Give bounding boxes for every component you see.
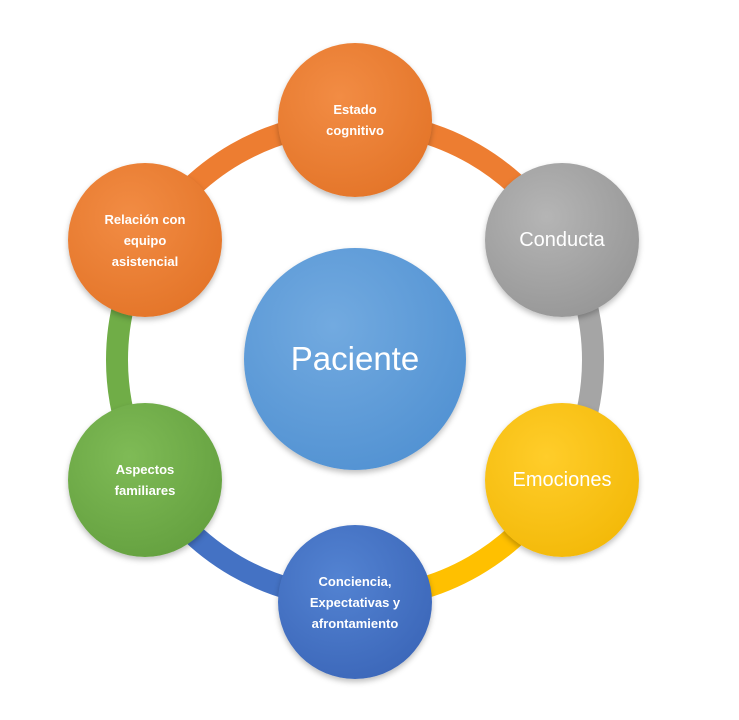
node-label: Aspectos familiares [114, 462, 176, 498]
center-node-paciente: Paciente [244, 248, 466, 470]
node-aspectos-familiares: Aspectos familiares [68, 403, 222, 557]
node-label: Conciencia, Expectativas y afrontamiento [309, 573, 401, 631]
node-label: Relación con equipo asistencial [104, 211, 186, 269]
node-label: Estado cognitivo [326, 102, 384, 138]
center-label: Paciente [290, 340, 420, 377]
node-emociones: Emociones [485, 403, 639, 557]
node-label: Emociones [512, 468, 612, 491]
node-conducta: Conducta [485, 163, 639, 317]
node-conciencia: Conciencia, Expectativas y afrontamiento [278, 525, 432, 679]
node-label: Conducta [519, 228, 605, 251]
node-estado-cognitivo: Estado cognitivo [278, 43, 432, 197]
node-relacion-equipo: Relación con equipo asistencial [68, 163, 222, 317]
